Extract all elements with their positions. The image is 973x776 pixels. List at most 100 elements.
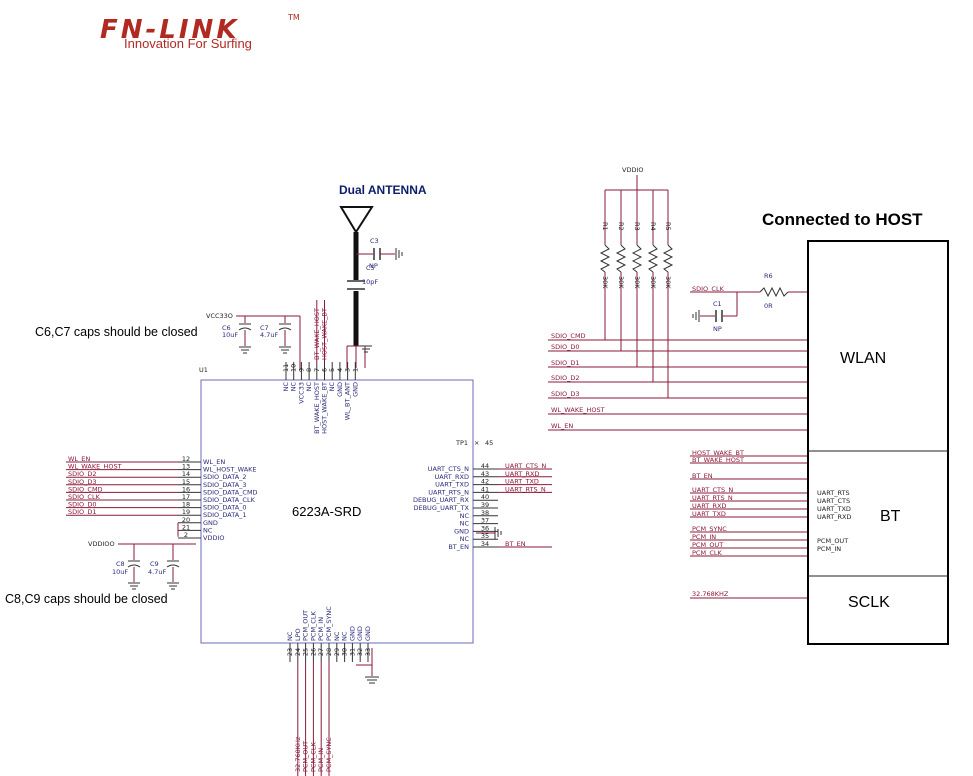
c9-value: 4.7uF [148, 568, 166, 576]
left-pin-net: SDIO_CLK [68, 493, 101, 501]
left-pin-name: NC [203, 526, 213, 534]
resistor-symbol [631, 244, 643, 273]
host-bt-pin-label: UART_TXD [817, 505, 851, 513]
right-pin-number: 42 [481, 478, 489, 486]
vcc33-decoupling: VCC33O C6 10uF C7 4.7uF [206, 312, 301, 370]
vcc33-label: VCC33O [206, 312, 233, 320]
host-bt-pin-label: UART_CTS [817, 497, 850, 505]
top-pin-name: GND [336, 382, 344, 397]
right-pin-name: UART_RTS_N [428, 488, 469, 496]
right-pin-name: DEBUG_UART_RX [413, 496, 470, 504]
right-pin-name: UART_RXD [435, 473, 469, 481]
right-pin-number: 37 [481, 517, 489, 525]
bottom-pin-number: 25 [302, 648, 310, 656]
bottom-pin-name: NC [333, 631, 341, 641]
host-bt-pin-label: UART_RTS [817, 489, 850, 497]
note-c8-c9: C8,C9 caps should be closed [5, 592, 168, 606]
c6-value: 10uF [222, 331, 238, 339]
host-net-label: SDIO_D3 [551, 390, 580, 398]
bottom-pin-net: PCM_SYNC [325, 737, 333, 772]
resistor-ref: R4 [649, 222, 657, 231]
left-pin-number: 17 [182, 493, 190, 501]
host-bt-net-label: PCM_OUT [692, 541, 723, 549]
host-bt-pin-label: UART_RXD [817, 513, 851, 521]
left-pin-number: 16 [182, 485, 190, 493]
bottom-pin-number: 24 [294, 648, 302, 656]
left-pin-net: SDIO_D1 [68, 508, 97, 516]
left-pin-number: 13 [182, 463, 190, 471]
left-pin-number: 14 [182, 470, 190, 478]
left-pin-number: 12 [182, 455, 190, 463]
antenna-icon [339, 206, 374, 234]
host-sclk-label: SCLK [848, 594, 890, 611]
top-pin-name: HOST_WAKE_BT [321, 382, 329, 434]
resistor-symbol [662, 244, 674, 273]
c7-ref: C7 [260, 324, 269, 332]
left-pin-name: SDIO_DATA_2 [203, 473, 247, 481]
resistor-symbol [615, 244, 627, 273]
left-pin-name: SDIO_DATA_CMD [203, 488, 258, 496]
r6-ref: R6 [764, 272, 773, 280]
right-pin-net: UART_RTS_N [505, 485, 546, 493]
bottom-pin-number: 29 [333, 648, 341, 656]
c5-ref: C5 [366, 264, 375, 272]
chip-ref: U1 [199, 366, 208, 374]
chip-bottom-pins: 23NC24LPO25PCM_OUT26PCM_CLK27PCM_IN28PCM… [286, 606, 372, 776]
top-pin-name: NC [290, 382, 298, 392]
tp-pin: 45 [485, 439, 493, 447]
host-net-label: WL_WAKE_HOST [551, 406, 605, 414]
top-pin-number: 11 [282, 364, 290, 372]
left-pin-number: 2 [184, 531, 188, 539]
resistor-ref: R1 [601, 222, 609, 231]
bottom-pin-name: PCM_CLK [309, 611, 317, 641]
left-pin-number: 18 [182, 501, 190, 509]
bottom-pin-net: PCM_IN [317, 748, 325, 772]
bottom-pin-number: 32 [356, 648, 364, 656]
left-pin-name: SDIO_DATA_1 [203, 511, 247, 519]
top-pin-number: 10 [290, 364, 298, 372]
host-sdio-clk-net: SDIO_CLK [692, 285, 725, 293]
right-pin-number: 43 [481, 470, 489, 478]
resistor-value: 30K [601, 276, 609, 289]
right-pin-number: 35 [481, 532, 489, 540]
c7-value: 4.7uF [260, 331, 278, 339]
right-pin-name: NC [460, 535, 470, 543]
resistor-ref: R2 [617, 222, 625, 231]
resistor-value: 30K [664, 276, 672, 289]
top-pin-number: 1 [351, 368, 359, 372]
right-pin-name: GND [454, 527, 469, 535]
logo-brand: FN-LINK [100, 15, 239, 45]
left-pin-name: WL_HOST_WAKE [203, 466, 257, 474]
left-pin-name: SDIO_DATA_3 [203, 481, 247, 489]
bottom-pin-name: LPO [294, 628, 302, 641]
bottom-pin-number: 31 [348, 648, 356, 656]
right-pin-net: UART_RXD [505, 470, 539, 478]
top-pin-number: 8 [305, 368, 313, 372]
left-pin-net: WL_WAKE_HOST [68, 463, 122, 471]
host-bt-net-label: UART_CTS_N [692, 486, 733, 494]
left-pin-net: SDIO_CMD [68, 485, 103, 493]
host-net-label: SDIO_D2 [551, 374, 580, 382]
vddio-rail-label: VDDIO [622, 166, 644, 174]
bottom-pin-name: NC [286, 631, 294, 641]
left-pin-number: 20 [182, 516, 190, 524]
c6-ref: C6 [222, 324, 231, 332]
right-pin-net: UART_CTS_N [505, 462, 546, 470]
host-title: Connected to HOST [762, 210, 923, 229]
right-pin-net: BT_EN [505, 540, 526, 548]
c8-value: 10uF [112, 568, 128, 576]
left-pin-number: 19 [182, 508, 190, 516]
note-c6-c7: C6,C7 caps should be closed [35, 325, 198, 339]
top-pin-net: BT_WAKE_HOST [313, 308, 321, 360]
antenna-title: Dual ANTENNA [339, 183, 427, 197]
left-pin-name: VDDIO [203, 534, 225, 542]
host-bt-net-label: HOST_WAKE_BT [692, 449, 744, 457]
host-net-label: SDIO_CMD [551, 332, 586, 340]
top-pin-number: 4 [336, 368, 344, 372]
c8-ref: C8 [116, 560, 125, 568]
bottom-pin-net: PCM_OUT [302, 741, 310, 772]
svg-text:×: × [474, 439, 479, 447]
